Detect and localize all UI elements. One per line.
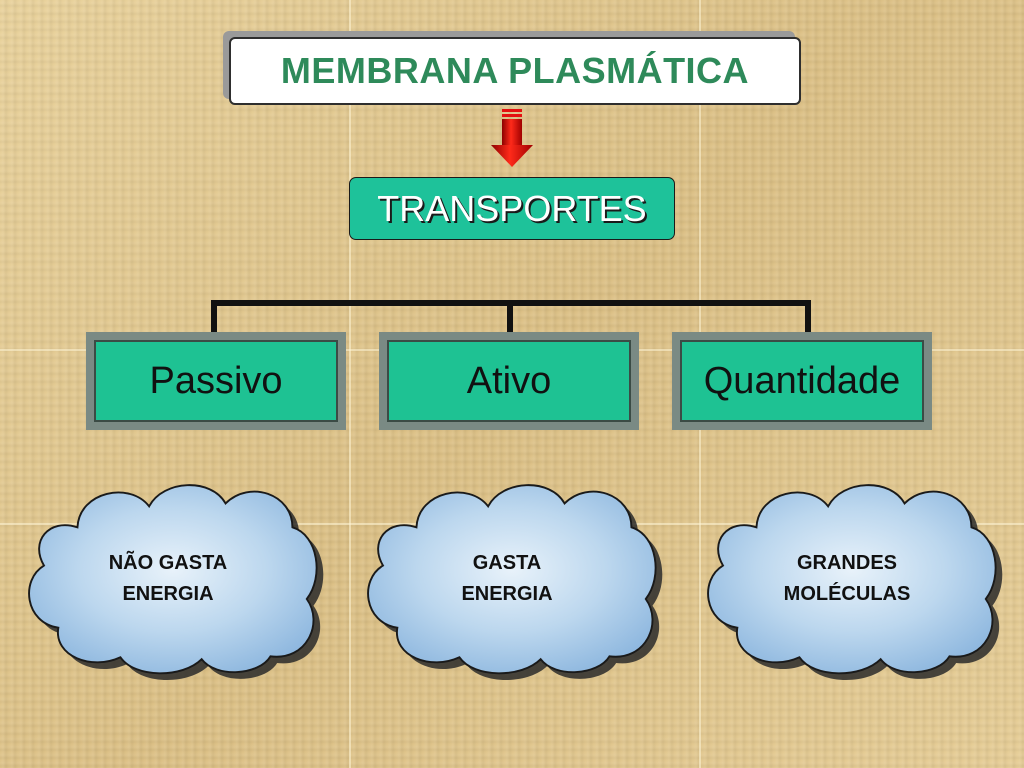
type-box-passivo: Passivo [86,332,346,430]
type-label: Passivo [149,359,283,402]
type-label: Quantidade [703,359,901,402]
transportes-label: TRANSPORTES [377,187,647,229]
cloud-text-line: ENERGIA [461,583,553,605]
arrow-down-icon [491,109,533,167]
cloud-text-line: ENERGIA [122,583,214,605]
transportes-box: TRANSPORTES [349,177,675,240]
cloud-ativo: GASTA ENERGIA [357,470,667,685]
type-box-ativo: Ativo [379,332,639,430]
cloud-text-line: GASTA [472,552,542,574]
cloud-text-line: GRANDES [796,552,897,574]
cloud-quantidade: GRANDES MOLÉCULAS [697,470,1007,685]
type-label: Ativo [466,359,552,402]
cloud-label: NÃO GASTA ENERGIA [18,548,318,610]
cloud-text-line: NÃO GASTA [108,552,228,574]
cloud-passivo: NÃO GASTA ENERGIA [18,470,328,685]
type-box-quantidade: Quantidade [672,332,932,430]
cloud-label: GASTA ENERGIA [357,548,657,610]
background-seam [349,0,351,768]
cloud-text-line: MOLÉCULAS [783,583,911,605]
cloud-label: GRANDES MOLÉCULAS [697,548,997,610]
title-box: MEMBRANA PLASMÁTICA [229,37,801,105]
page-title: MEMBRANA PLASMÁTICA [280,50,750,91]
